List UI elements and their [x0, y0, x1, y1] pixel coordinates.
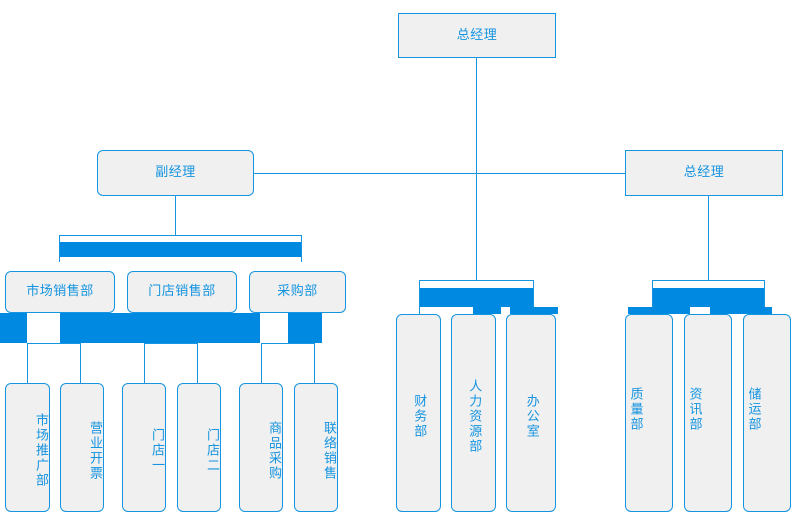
connector-drop-store-one: [144, 343, 145, 383]
connector-band-group-a-right: [60, 313, 180, 343]
connector-rail-group-a: [27, 343, 80, 344]
node-quality-dept[interactable]: 质量部: [625, 314, 673, 512]
connector-root-stem: [476, 58, 477, 174]
connector-band-right: [653, 288, 764, 307]
connector-band-center-tab-b: [510, 307, 558, 314]
node-human-resources-dept[interactable]: 人力资源部: [451, 314, 496, 512]
connector-drop-liaison-sales: [314, 343, 315, 383]
connector-band-group-c: [288, 313, 322, 343]
connector-right-stem: [708, 196, 709, 280]
connector-drop-goods-purchase: [261, 343, 262, 383]
node-store-sales-dept[interactable]: 门店销售部: [127, 271, 237, 313]
node-general-manager-right[interactable]: 总经理: [625, 150, 783, 196]
connector-band-right-tab-b: [710, 307, 772, 314]
connector-band-left-l3: [60, 242, 301, 257]
node-storage-transport-dept[interactable]: 储运部: [743, 314, 791, 512]
node-store-one[interactable]: 门店一: [122, 383, 166, 512]
connector-drop-store-two: [197, 343, 198, 383]
connector-band-group-b-left: [180, 313, 260, 343]
node-general-manager-root[interactable]: 总经理: [398, 13, 556, 58]
connector-deputy-stem: [175, 196, 176, 235]
node-office[interactable]: 办公室: [506, 314, 556, 512]
connector-bracket-center: [419, 280, 534, 314]
node-business-billing[interactable]: 营业开票: [60, 383, 104, 512]
node-goods-purchasing[interactable]: 商品采购: [239, 383, 283, 512]
node-finance-dept[interactable]: 财务部: [396, 314, 441, 512]
connector-band-right-tab-a: [628, 307, 690, 314]
connector-band-center: [420, 288, 533, 307]
connector-band-group-a-left: [0, 313, 27, 343]
connector-drop-market-promo: [27, 343, 28, 383]
node-information-dept[interactable]: 资讯部: [684, 314, 732, 512]
connector-level2-rail: [254, 173, 626, 174]
connector-band-center-tab-a: [473, 307, 501, 314]
connector-center-stem: [476, 173, 477, 280]
node-market-promotion-dept[interactable]: 市场推广部: [5, 383, 50, 512]
node-deputy-manager[interactable]: 副经理: [97, 150, 254, 196]
node-purchasing-dept[interactable]: 采购部: [249, 271, 346, 313]
node-store-two[interactable]: 门店二: [177, 383, 221, 512]
connector-drop-billing: [80, 343, 81, 383]
connector-bracket-right: [652, 280, 765, 314]
connector-bracket-left-l3: [59, 235, 302, 262]
connector-rail-group-b: [144, 343, 197, 344]
node-liaison-sales[interactable]: 联络销售: [294, 383, 338, 512]
connector-rail-group-c: [261, 343, 314, 344]
node-market-sales-dept[interactable]: 市场销售部: [5, 271, 115, 313]
